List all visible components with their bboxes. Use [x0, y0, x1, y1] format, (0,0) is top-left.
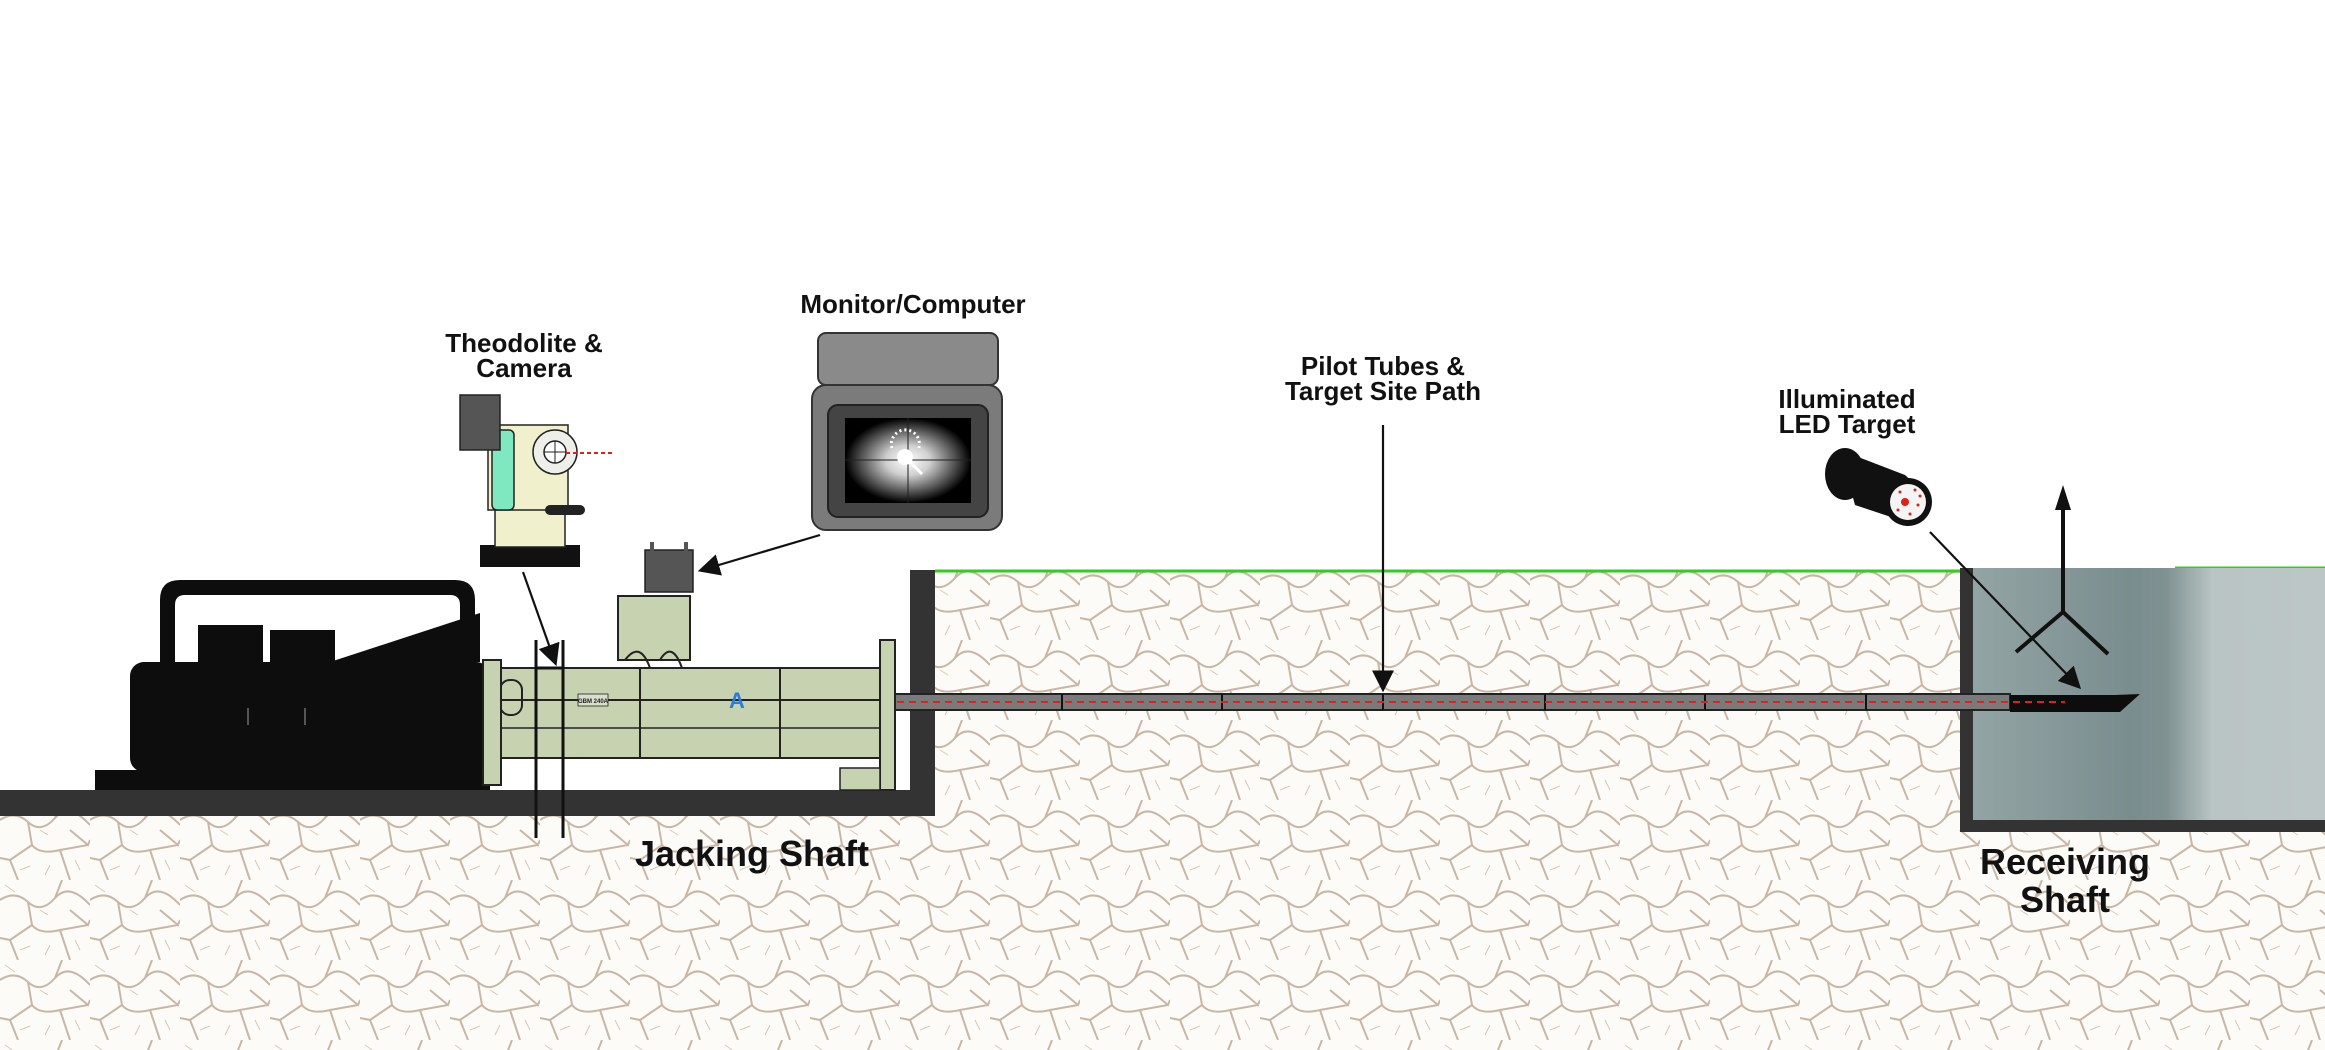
steering-head [2010, 694, 2140, 712]
led-target-label-line1: Illuminated [1778, 384, 1915, 414]
power-unit [95, 580, 490, 790]
monitor-computer [811, 332, 1003, 531]
receiving-shaft-lift-arrow [2014, 485, 2110, 656]
led-target [1825, 448, 1932, 526]
receiving-shaft [1960, 568, 2325, 832]
machine-plate: GBM 240A [578, 699, 609, 705]
theodolite-label-line1: Theodolite & [445, 328, 602, 358]
theodolite-label-line2: Camera [476, 353, 572, 383]
monitor-leader [697, 533, 821, 576]
monitor-label: Monitor/Computer [800, 289, 1025, 319]
machine-monitor [644, 542, 694, 593]
theodolite-camera [459, 394, 585, 567]
receiving-shaft-label-line1: Receiving [1980, 841, 2150, 882]
theodolite-mount-posts [534, 640, 565, 838]
receiving-shaft-label-line2: Shaft [2020, 879, 2110, 920]
boring-machine: GBM 240A A [482, 595, 896, 791]
led-target-label-line2: LED Target [1779, 409, 1916, 439]
soil-ground [0, 570, 2325, 1050]
jacking-shaft-label: Jacking Shaft [635, 833, 869, 874]
led-target-leader [1929, 531, 2082, 690]
theodolite-leader [521, 571, 560, 667]
pilot-tubes-label-line2: Target Site Path [1285, 376, 1481, 406]
machine-logo: A [729, 688, 745, 713]
pilot-tubes-label-line1: Pilot Tubes & [1301, 351, 1465, 381]
leader-arrows [521, 425, 2082, 693]
